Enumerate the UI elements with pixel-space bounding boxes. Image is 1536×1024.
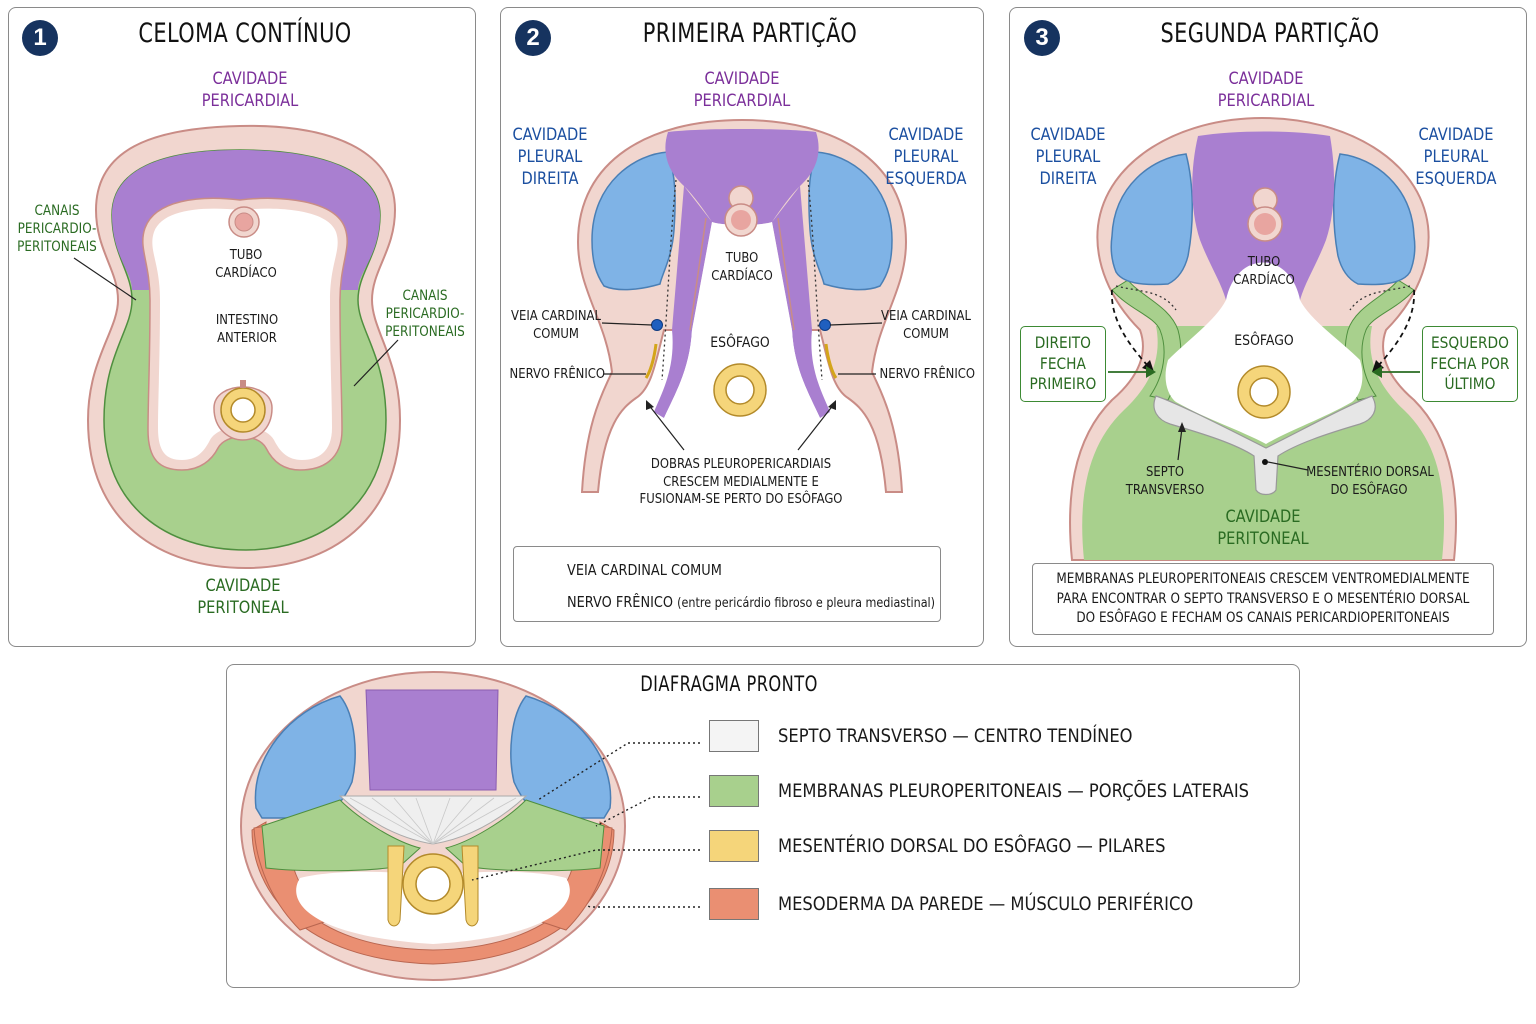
p1-heart-tube-label: TUBO CARDÍACO xyxy=(215,247,277,281)
p2-pericardial-label: CAVIDADE PERICARDIAL xyxy=(693,69,791,112)
p3-left-closes-box: ESQUERDO FECHA POR ÚLTIMO xyxy=(1422,326,1518,402)
p3-left-closes-label: ESQUERDO FECHA POR ÚLTIMO xyxy=(1430,332,1510,394)
p3-peritoneal-label: CAVIDADE PERITONEAL xyxy=(1217,507,1309,550)
p1-canals-right-label: CANAIS PERICARDIO- PERITONEAIS xyxy=(385,288,465,341)
step-number-1: 1 xyxy=(22,20,58,56)
p1-foregut-label: INTESTINO ANTERIOR xyxy=(215,312,279,346)
p2-heart-tube-label: TUBO CARDÍACO xyxy=(711,250,773,284)
legend-swatch-pleuroperitoneal xyxy=(709,775,759,807)
p2-pleural-left-cavity xyxy=(808,151,893,291)
step-number-2: 2 xyxy=(515,20,551,56)
panel4-title: DIAFRAGMA PRONTO xyxy=(640,672,818,696)
legend-swatch-mesentery xyxy=(709,830,759,862)
p3-pleural-right-label: CAVIDADE PLEURAL DIREITA xyxy=(1030,125,1106,190)
p3-septum-label: SEPTO TRANSVERSO xyxy=(1125,464,1205,498)
p3-pleural-right-cavity xyxy=(1110,153,1194,286)
p3-pericardial-label: CAVIDADE PERICARDIAL xyxy=(1217,69,1315,112)
legend-swatch-muscle xyxy=(709,888,759,920)
p3-esophagus-label: ESÔFAGO xyxy=(1234,333,1294,349)
p3-mesentery-label: MESENTÉRIO DORSAL DO ESÔFAGO xyxy=(1306,464,1434,498)
step-number-3: 3 xyxy=(1024,20,1060,56)
p3-right-closes-label: DIREITO FECHA PRIMEIRO xyxy=(1029,332,1097,394)
p2-vein-left-label: VEIA CARDINAL COMUM xyxy=(511,308,601,342)
legend-nerve-note: (entre pericárdio fibroso e pleura media… xyxy=(677,596,936,611)
p3-note: MEMBRANAS PLEUROPERITONEAIS CRESCEM VENT… xyxy=(1056,571,1470,627)
panel1-title: CELOMA CONTÍNUO xyxy=(138,18,352,49)
p2-nerve-right xyxy=(824,343,838,379)
p4-muscle-part xyxy=(251,821,615,965)
p2-folds-caption: DOBRAS PLEUROPERICARDIAIS CRESCEM MEDIAL… xyxy=(639,456,843,508)
legend-swatch-septum xyxy=(709,720,759,752)
p1-canals-left-label: CANAIS PERICARDIO- PERITONEAIS xyxy=(17,203,97,256)
p2-nerve-right-label: NERVO FRÊNICO xyxy=(879,366,976,382)
p3-pleural-left-cavity xyxy=(1332,153,1416,286)
p2-pleural-right-label: CAVIDADE PLEURAL DIREITA xyxy=(512,125,588,190)
legend-nerve-label: NERVO FRÊNICO xyxy=(567,593,674,611)
legend-vein-label: VEIA CARDINAL COMUM xyxy=(567,561,722,579)
legend-mesentery-label: MESENTÉRIO DORSAL DO ESÔFAGO — PILARES xyxy=(778,835,1166,857)
p2-legend xyxy=(513,546,941,622)
p4-crura xyxy=(387,845,405,927)
p2-nerve-left-label: NERVO FRÊNICO xyxy=(509,366,606,382)
legend-septum-label: SEPTO TRANSVERSO — CENTRO TENDÍNEO xyxy=(778,725,1133,747)
p2-nerve-left xyxy=(644,343,658,379)
p2-pleural-left-label: CAVIDADE PLEURAL ESQUERDA xyxy=(885,125,967,190)
legend-pleuroperitoneal-label: MEMBRANAS PLEUROPERITONEAIS — PORÇÕES LA… xyxy=(778,780,1250,802)
p2-pleural-right-cavity xyxy=(591,151,676,291)
p1-pericardial-label: CAVIDADE PERICARDIAL xyxy=(201,69,299,112)
p4-pericardial xyxy=(365,689,499,791)
panel2-title: PRIMEIRA PARTIÇÃO xyxy=(642,18,858,49)
legend-nerve-row: NERVO FRÊNICO (entre pericárdio fibroso … xyxy=(567,593,935,611)
p3-septum-transversum xyxy=(1153,395,1376,496)
p3-pleural-left-label: CAVIDADE PLEURAL ESQUERDA xyxy=(1415,125,1497,190)
p3-note-box xyxy=(1032,563,1494,635)
p3-heart-tube-label: TUBO CARDÍACO xyxy=(1233,254,1295,288)
p3-right-closes-box: DIREITO FECHA PRIMEIRO xyxy=(1020,326,1106,402)
legend-muscle-label: MESODERMA DA PAREDE — MÚSCULO PERIFÉRICO xyxy=(778,893,1194,915)
panel3-title: SEGUNDA PARTIÇÃO xyxy=(1160,18,1380,49)
p1-peritoneal-label: CAVIDADE PERITONEAL xyxy=(197,576,289,619)
p2-vein-right-label: VEIA CARDINAL COMUM xyxy=(881,308,971,342)
p2-pericardial-cavity xyxy=(654,129,830,418)
p2-esophagus-label: ESÔFAGO xyxy=(710,335,770,351)
